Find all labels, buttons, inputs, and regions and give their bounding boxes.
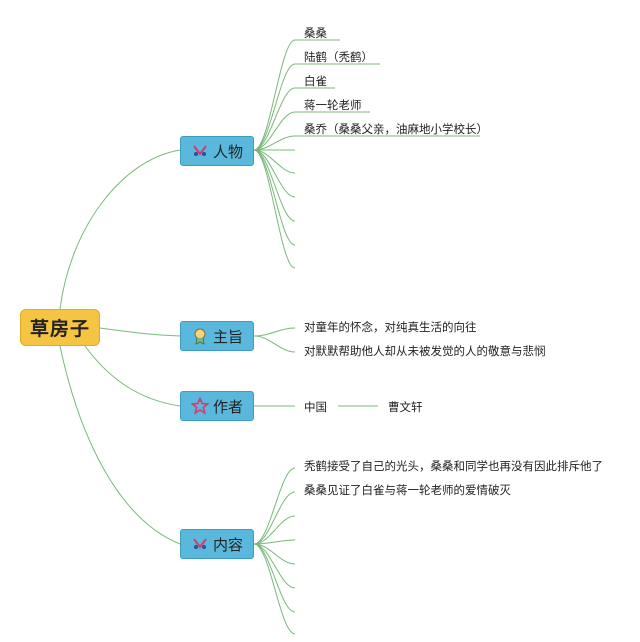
branch-label: 内容 (212, 535, 243, 554)
branch-label: 主旨 (212, 327, 243, 346)
leaf-renwu-1[interactable]: 桑桑 (304, 26, 327, 40)
branch-label: 人物 (212, 142, 243, 161)
leaf-neirong-2[interactable]: 桑桑见证了白雀与蒋一轮老师的爱情破灭 (304, 483, 511, 497)
root-label: 草房子 (29, 318, 90, 340)
fan-neirong (253, 467, 296, 635)
ribbon-icon (193, 145, 207, 156)
leaf-zuozhe-country[interactable]: 中国 (304, 400, 327, 414)
branch-zhuzhi[interactable]: 主旨 (180, 321, 254, 351)
branch-neirong[interactable]: 内容 (180, 529, 254, 559)
branch-label: 作者 (212, 397, 243, 416)
connector-root-zuozhe (84, 345, 181, 407)
root-node[interactable]: 草房子 (20, 309, 100, 346)
leaf-zuozhe-name[interactable]: 曹文轩 (388, 400, 423, 414)
leaf-renwu-3[interactable]: 白雀 (304, 74, 327, 88)
leaf-zhuzhi-1[interactable]: 对童年的怀念，对纯真生活的向往 (304, 320, 477, 334)
leaf-renwu-5[interactable]: 桑乔（桑桑父亲，油麻地小学校长） (304, 122, 488, 136)
leaf-neirong-1[interactable]: 秃鹤接受了自己的光头，桑桑和同学也再没有因此排斥他了 (304, 459, 603, 473)
connector-root-neirong (59, 345, 181, 545)
ribbon-icon (193, 538, 207, 549)
leaf-renwu-4[interactable]: 蒋一轮老师 (304, 98, 362, 112)
branch-renwu[interactable]: 人物 (180, 136, 254, 166)
leaf-zhuzhi-2[interactable]: 对默默帮助他人却从未被发觉的人的敬意与悲悯 (304, 344, 546, 358)
connector-root-zhuzhi (99, 327, 181, 337)
fan-renwu (253, 39, 296, 269)
award-icon (194, 328, 206, 345)
branch-zuozhe[interactable]: 作者 (180, 391, 254, 421)
leaf-renwu-2[interactable]: 陆鹤（秃鹤） (304, 50, 373, 64)
star-icon (190, 397, 209, 415)
connector-root-renwu (59, 149, 181, 310)
